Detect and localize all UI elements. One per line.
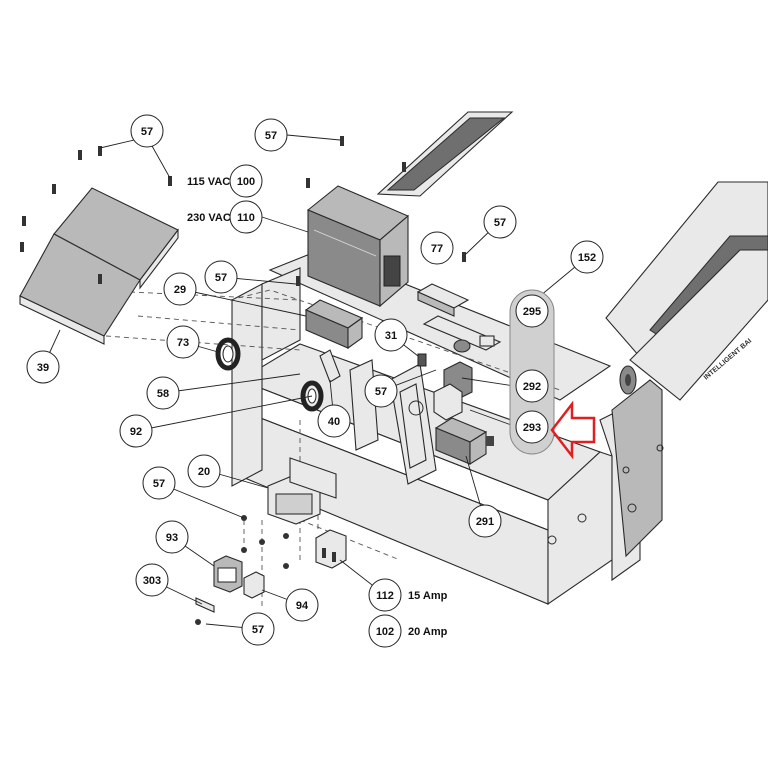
spec-15amp: 15 Amp	[408, 590, 448, 602]
svg-text:291: 291	[476, 516, 494, 528]
callout-57: 57	[254, 118, 288, 152]
sensor-block-293	[434, 417, 494, 465]
callout-110: 110	[229, 200, 263, 234]
callout-293: 293	[515, 410, 549, 444]
callout-57: 57	[483, 205, 517, 239]
svg-text:40: 40	[328, 416, 340, 428]
callout-92: 92	[119, 414, 153, 448]
callout-100: 100	[229, 164, 263, 198]
callout-39: 39	[26, 350, 60, 384]
callout-112: 112	[368, 578, 402, 612]
svg-text:92: 92	[130, 426, 142, 438]
bracket-292	[433, 361, 473, 421]
callout-295: 295	[515, 294, 549, 328]
svg-text:73: 73	[177, 337, 189, 349]
transformer	[306, 185, 410, 308]
svg-text:58: 58	[157, 388, 169, 400]
callout-152: 152	[570, 240, 604, 274]
callout-20: 20	[187, 454, 221, 488]
svg-text:29: 29	[174, 284, 186, 296]
callout-31: 31	[374, 318, 408, 352]
callout-102: 102	[368, 614, 402, 648]
svg-text:112: 112	[376, 590, 394, 602]
svg-text:20: 20	[198, 466, 210, 478]
callout-58: 58	[146, 376, 180, 410]
callout-57: 57	[130, 114, 164, 148]
svg-text:100: 100	[237, 176, 255, 188]
callout-303: 303	[135, 563, 169, 597]
cover-screws	[20, 136, 466, 286]
svg-text:57: 57	[494, 217, 506, 229]
svg-text:295: 295	[523, 306, 541, 318]
svg-text:57: 57	[153, 478, 165, 490]
svg-text:57: 57	[252, 624, 264, 636]
main-frame	[105, 249, 664, 610]
svg-text:39: 39	[37, 362, 49, 374]
svg-text:102: 102	[376, 626, 394, 638]
callout-57: 57	[364, 374, 398, 408]
callout-29: 29	[163, 272, 197, 306]
svg-text:57: 57	[265, 130, 277, 142]
outlet-parts	[195, 457, 347, 625]
bushings	[215, 337, 341, 412]
spec-230vac: 230 VAC	[187, 212, 231, 224]
callout-77: 77	[420, 231, 454, 265]
callout-93: 93	[155, 520, 189, 554]
bracket-77	[416, 283, 470, 317]
svg-text:31: 31	[385, 330, 397, 342]
svg-text:94: 94	[296, 600, 309, 612]
callout-73: 73	[166, 325, 200, 359]
deck-rails: INTELLIGENT BAI	[376, 111, 768, 401]
callout-balloons: 57 57 100 110 57 152 77 57	[26, 114, 604, 648]
small-parts	[417, 315, 502, 367]
svg-text:110: 110	[237, 212, 255, 224]
svg-text:77: 77	[431, 243, 443, 255]
svg-text:57: 57	[215, 272, 227, 284]
callout-57: 57	[142, 466, 176, 500]
spec-115vac: 115 VAC	[187, 176, 230, 188]
line-filter-29	[304, 299, 364, 350]
svg-text:93: 93	[166, 532, 178, 544]
callout-292: 292	[515, 369, 549, 403]
callout-40: 40	[317, 404, 351, 438]
svg-text:57: 57	[141, 126, 153, 138]
svg-text:292: 292	[523, 381, 541, 393]
callout-57: 57	[241, 612, 275, 646]
highlight-arrow-icon	[550, 400, 596, 460]
svg-text:293: 293	[523, 422, 541, 434]
callout-94: 94	[285, 588, 319, 622]
svg-text:303: 303	[143, 575, 161, 587]
motor-cover-39	[19, 187, 179, 345]
callout-291: 291	[468, 504, 502, 538]
callout-57: 57	[204, 260, 238, 294]
svg-text:57: 57	[375, 386, 387, 398]
spec-20amp: 20 Amp	[408, 626, 448, 638]
svg-text:152: 152	[578, 252, 596, 264]
